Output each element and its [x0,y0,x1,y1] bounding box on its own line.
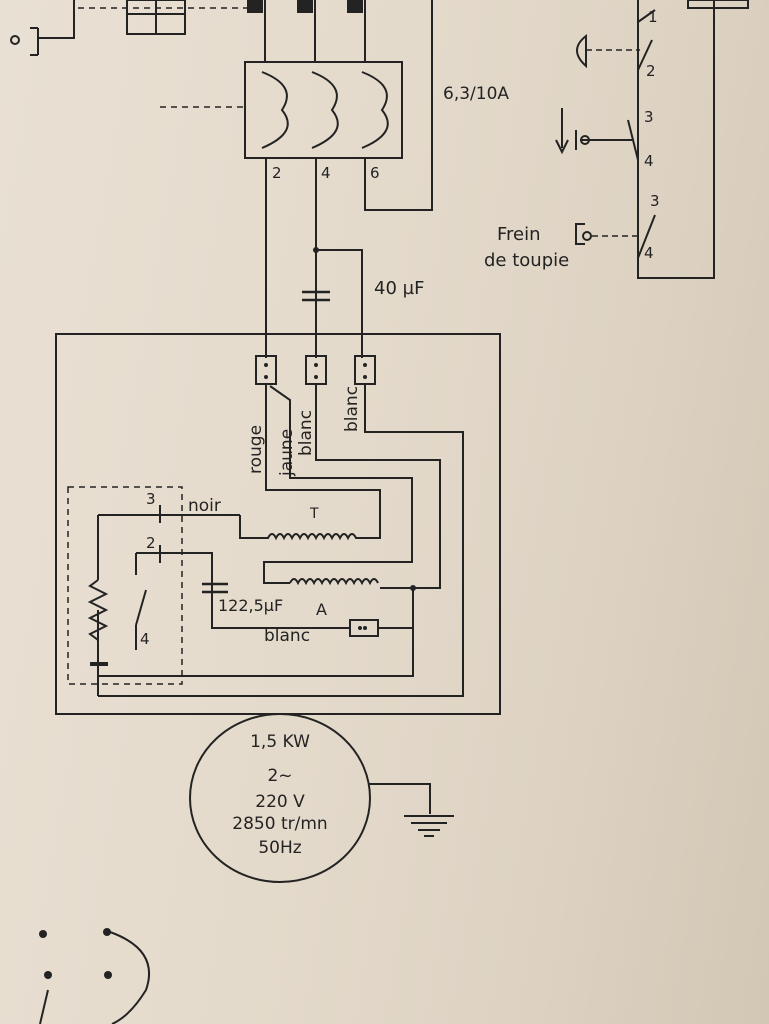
switch-contact-1 [637,9,656,23]
breaker-rating: 6,3/10A [443,84,510,104]
wire-label-blanc-2: blanc [342,385,362,432]
contact-2-wire [136,552,350,629]
motor-speed: 2850 tr/mn [232,814,328,834]
wire-blanc-2 [98,384,464,697]
wire-label-blanc-1: blanc [296,409,316,456]
terminal-1 [255,355,277,385]
top-left-terminal [10,35,20,45]
mushroom-button [576,33,587,69]
start-capacitor [202,582,228,594]
motor-phase: 2~ [267,766,293,786]
contact-label-4: 4 [140,630,150,648]
run-capacitor-label: 40 µF [374,278,425,299]
coil-T [239,515,360,541]
switch-contact-2 [637,39,653,71]
breaker-terminal-6: 6 [370,164,380,182]
brake-label-line1: Frein [497,224,541,245]
centrifugal-switch-box [67,486,183,685]
switch-label-5: 3 [650,192,660,210]
coil-A-label: A [316,600,327,619]
terminal-3 [354,355,376,385]
push-button [575,130,634,150]
coil-A [289,578,379,586]
switch-chain [637,0,715,279]
switch-label-4: 4 [644,152,654,170]
terminal-dots [39,247,416,979]
breaker-element-2 [311,71,339,149]
resistor [87,579,109,662]
breaker-output-6 [364,0,433,211]
breaker-terminal-4: 4 [321,164,331,182]
wire-label-rouge: rouge [246,424,266,474]
brake-label-line2: de toupie [484,250,570,271]
earth-symbol [404,815,454,837]
motor-voltage: 220 V [255,792,305,812]
switch-label-3: 3 [644,108,654,126]
run-capacitor-plates [302,290,330,302]
contact-label-3: 3 [146,490,156,508]
motor-symbol [189,713,371,883]
thermal-breaker [244,61,403,159]
earth-wire [368,783,431,814]
push-arrow [555,108,569,155]
contact-label-2: 2 [146,534,156,552]
breaker-input-lines [264,0,366,62]
top-left-wire [38,0,75,39]
coil-T-label: T [310,506,319,522]
motor-power: 1,5 KW [250,732,310,752]
terminal-2 [305,355,327,385]
top-left-bracket [30,27,39,56]
switch-contact-4 [637,214,656,259]
motor-frequency: 50Hz [258,838,302,858]
start-capacitor-label: 122,5µF [218,596,284,615]
bottom-doodle [39,931,151,1024]
breaker-element-1 [261,71,289,149]
breaker-element-3 [361,71,389,149]
wire-label-jaune: jaune [277,428,297,476]
brake-bracket [575,223,585,245]
switch-label-2: 2 [646,62,656,80]
wire-jaune [263,385,413,584]
switch-arm [135,589,147,626]
wire-blanc-1 [315,384,441,589]
run-capacitor-wiring [316,249,363,358]
wire-noir-label: noir [188,496,221,516]
wire-rouge [265,384,381,539]
breaker-terminal-2: 2 [272,164,282,182]
switch-label-6: 4 [644,244,654,262]
brake-terminal [582,231,592,241]
wire-blanc-label: blanc [264,626,311,646]
switch-label-1: 1 [648,8,658,26]
